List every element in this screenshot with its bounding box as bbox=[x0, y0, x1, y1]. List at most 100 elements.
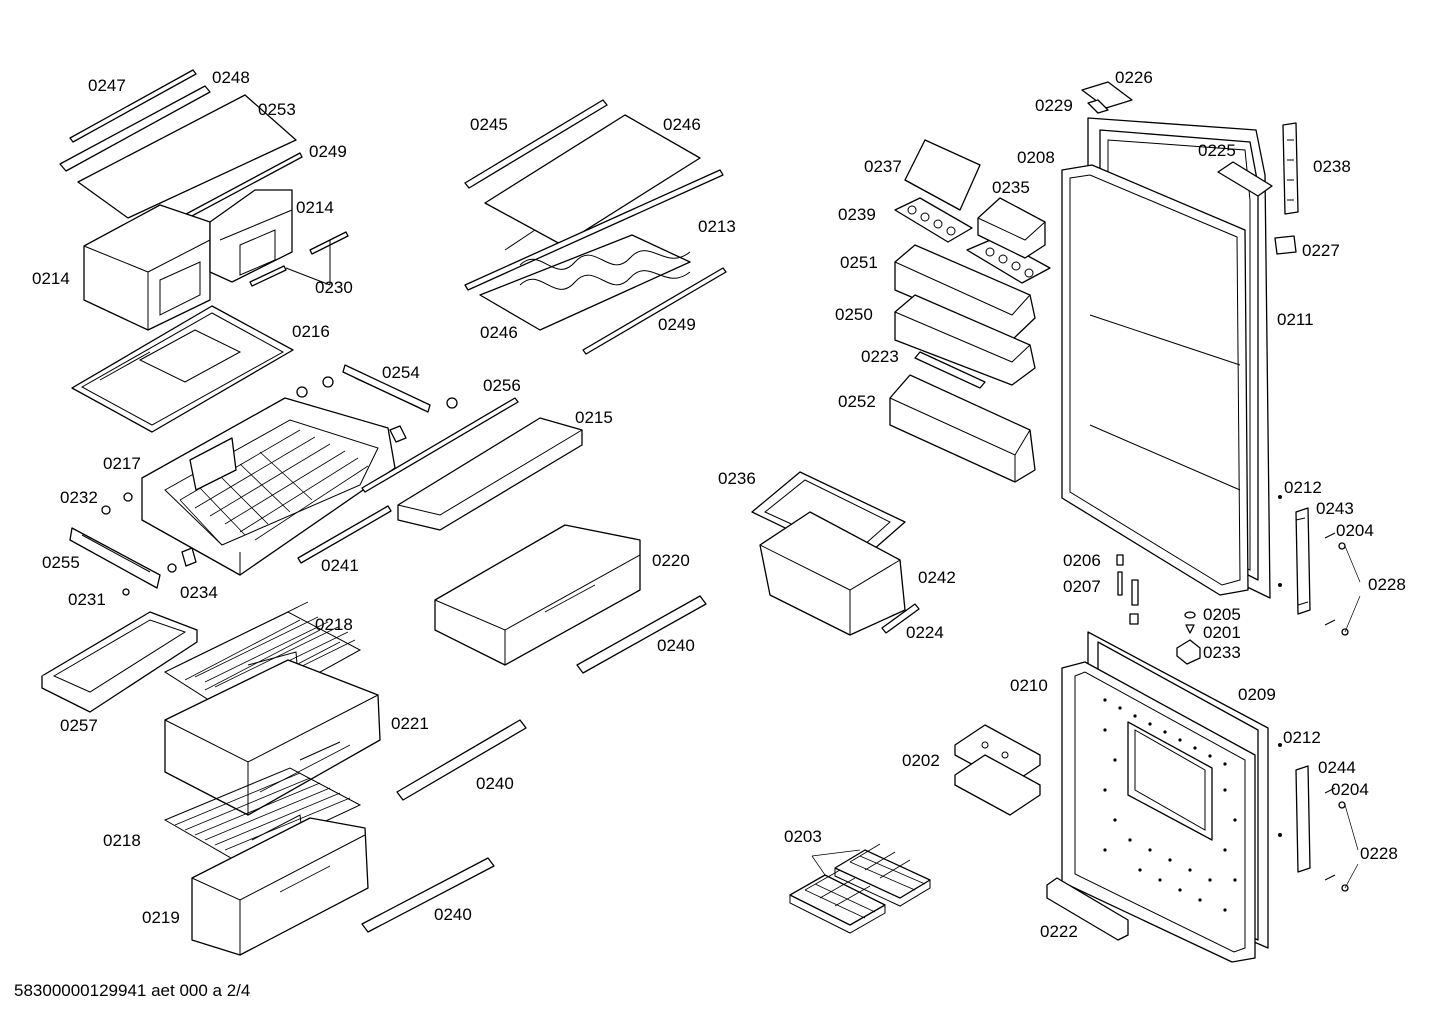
crisper-boxes-0214 bbox=[83, 189, 293, 331]
door-shelf-0252 bbox=[889, 374, 1036, 483]
part-label-0251: 0251 bbox=[840, 253, 878, 272]
part-label-0250: 0250 bbox=[835, 305, 873, 324]
crisper-drawer-0217 bbox=[141, 397, 396, 576]
part-label-0228: 0228 bbox=[1368, 575, 1406, 594]
part-label-0209: 0209 bbox=[1238, 685, 1276, 704]
hinge-pins-0206-0207 bbox=[1116, 554, 1139, 625]
part-label-0238: 0238 bbox=[1313, 157, 1351, 176]
door-shelf-0250 bbox=[894, 294, 1036, 386]
part-label-0246: 0246 bbox=[480, 323, 518, 342]
upper-door-gasket-0208 bbox=[1061, 164, 1249, 596]
part-label-0241: 0241 bbox=[321, 556, 359, 575]
part-label-0255: 0255 bbox=[42, 553, 80, 572]
part-label-0246: 0246 bbox=[663, 115, 701, 134]
part-label-0214: 0214 bbox=[32, 269, 70, 288]
hinge-0238 bbox=[1282, 122, 1299, 215]
bar-0223 bbox=[914, 351, 986, 389]
drawer-cover-0215 bbox=[397, 417, 583, 531]
door-cover-0237 bbox=[904, 139, 981, 211]
small-parts-drawer bbox=[101, 376, 458, 596]
shelf-trim-strips-top bbox=[59, 69, 211, 172]
part-label-0237: 0237 bbox=[864, 157, 902, 176]
clips-0230 bbox=[249, 231, 349, 287]
cover-0225 bbox=[1217, 161, 1273, 197]
part-label-0206: 0206 bbox=[1063, 551, 1101, 570]
drawer-0220 bbox=[434, 524, 641, 666]
part-label-0242: 0242 bbox=[918, 568, 956, 587]
egg-trays-0239 bbox=[894, 197, 1051, 284]
part-label-0219: 0219 bbox=[142, 908, 180, 927]
part-label-0221: 0221 bbox=[391, 714, 429, 733]
cover-plate-0216 bbox=[71, 305, 294, 433]
screws-and-caps-0204-0228 bbox=[1278, 495, 1361, 892]
part-label-0204: 0204 bbox=[1331, 780, 1369, 799]
rail-0254 bbox=[342, 364, 431, 413]
part-label-0214: 0214 bbox=[296, 198, 334, 217]
part-label-0233: 0233 bbox=[1203, 643, 1241, 662]
part-label-0229: 0229 bbox=[1035, 96, 1073, 115]
strip-0224 bbox=[881, 603, 920, 634]
part-label-0217: 0217 bbox=[103, 454, 141, 473]
butter-lid-0235 bbox=[977, 197, 1046, 259]
part-label-0256: 0256 bbox=[483, 376, 521, 395]
strips-0240 bbox=[361, 595, 707, 933]
part-label-0244: 0244 bbox=[1318, 758, 1356, 777]
rail-0255 bbox=[69, 527, 161, 589]
part-label-0207: 0207 bbox=[1063, 577, 1101, 596]
part-label-0211: 0211 bbox=[1277, 310, 1314, 329]
trim-0222 bbox=[1046, 877, 1129, 941]
part-label-0222: 0222 bbox=[1040, 922, 1078, 941]
part-label-0212: 0212 bbox=[1284, 478, 1322, 497]
part-label-0252: 0252 bbox=[838, 392, 876, 411]
drawing-code: 58300000129941 aet 000 a 2/4 bbox=[14, 981, 251, 1000]
part-label-0254: 0254 bbox=[382, 363, 420, 382]
part-label-0213: 0213 bbox=[698, 217, 736, 236]
part-label-0223: 0223 bbox=[861, 347, 899, 366]
tray-0257 bbox=[41, 611, 198, 713]
part-label-0205: 0205 bbox=[1203, 605, 1241, 624]
part-label-0239: 0239 bbox=[838, 205, 876, 224]
part-label-0218: 0218 bbox=[315, 615, 353, 634]
top-caps-0226-0229 bbox=[1081, 81, 1133, 114]
part-label-0240: 0240 bbox=[434, 905, 472, 924]
hinge-parts-0205-0201-0233 bbox=[1176, 611, 1201, 665]
part-label-0257: 0257 bbox=[60, 716, 98, 735]
part-label-0230: 0230 bbox=[315, 278, 353, 297]
part-label-0227: 0227 bbox=[1302, 241, 1340, 260]
freezer-basket-0236 bbox=[751, 471, 906, 636]
drawer-0219 bbox=[191, 817, 369, 956]
part-label-0249: 0249 bbox=[309, 142, 347, 161]
part-label-0208: 0208 bbox=[1017, 148, 1055, 167]
part-label-0220: 0220 bbox=[652, 551, 690, 570]
handle-0243 bbox=[1295, 507, 1311, 615]
part-label-0203: 0203 bbox=[784, 827, 822, 846]
drawer-0221 bbox=[164, 659, 381, 816]
part-label-0224: 0224 bbox=[906, 623, 944, 642]
part-label-0226: 0226 bbox=[1115, 68, 1153, 87]
part-label-0249: 0249 bbox=[658, 315, 696, 334]
part-label-0218: 0218 bbox=[103, 831, 141, 850]
lower-door-gasket-0210 bbox=[1061, 661, 1256, 963]
part-label-0243: 0243 bbox=[1316, 499, 1354, 518]
cold-packs-0202 bbox=[954, 724, 1041, 816]
part-label-0245: 0245 bbox=[470, 115, 508, 134]
lower-door-dots bbox=[1103, 698, 1237, 912]
part-label-0201: 0201 bbox=[1203, 623, 1241, 642]
part-label-0240: 0240 bbox=[657, 636, 695, 655]
part-label-0210: 0210 bbox=[1010, 676, 1048, 695]
part-label-0212: 0212 bbox=[1283, 728, 1321, 747]
rod-0256 bbox=[361, 397, 519, 493]
door-shelf-0251 bbox=[894, 244, 1036, 341]
block-0227 bbox=[1274, 235, 1297, 255]
glass-shelf-set-0246 bbox=[464, 99, 727, 355]
part-label-0247: 0247 bbox=[88, 76, 126, 95]
part-label-0231: 0231 bbox=[68, 590, 106, 609]
part-label-0248: 0248 bbox=[212, 68, 250, 87]
strip-0241 bbox=[297, 505, 392, 564]
part-label-0215: 0215 bbox=[575, 408, 613, 427]
ice-trays-0203 bbox=[789, 843, 931, 934]
glass-shelf-0253 bbox=[77, 94, 303, 233]
part-label-0204: 0204 bbox=[1336, 521, 1374, 540]
